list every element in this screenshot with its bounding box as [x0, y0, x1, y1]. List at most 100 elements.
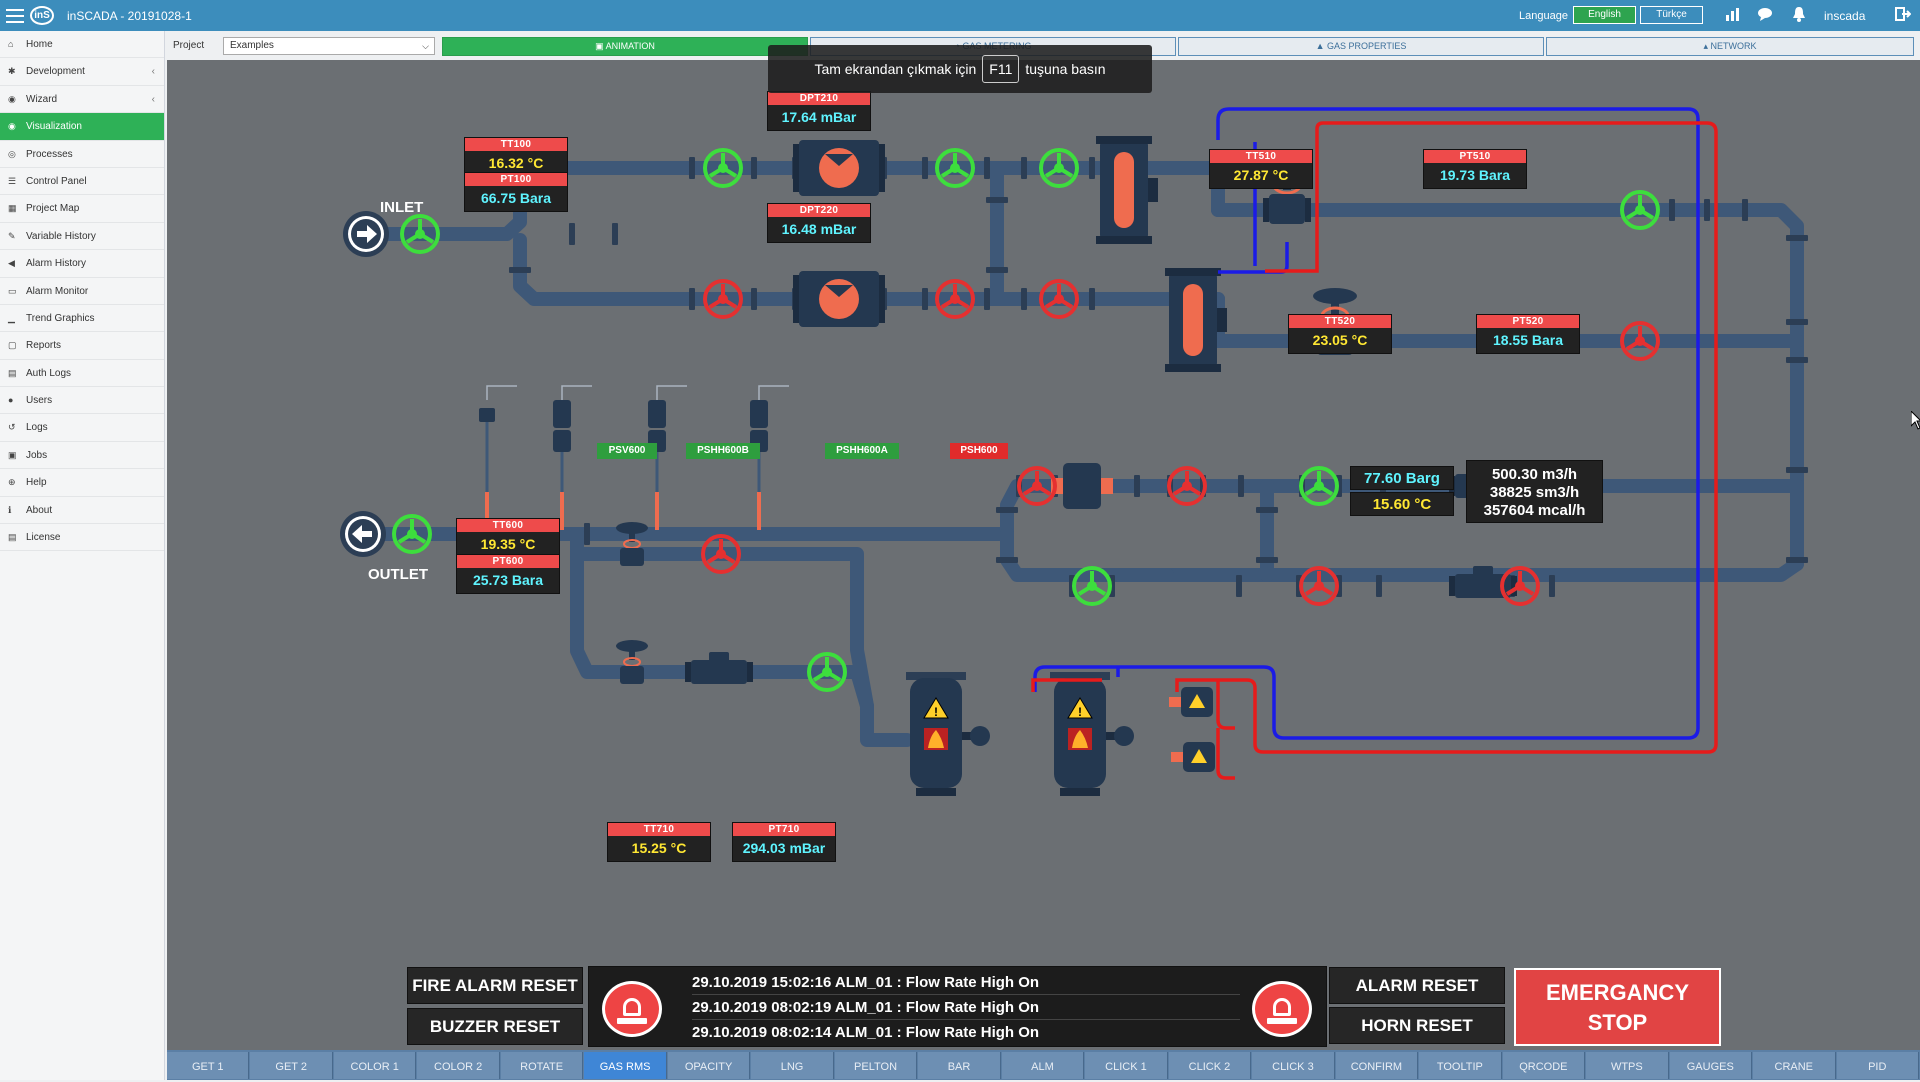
- warning-box-1: [1169, 687, 1213, 717]
- alarm-row[interactable]: 29.10.2019 08:02:14 ALM_01 : Flow Rate H…: [692, 1024, 1040, 1041]
- valve-18-icon[interactable]: [701, 534, 741, 574]
- sidebar-item-label: Alarm Monitor: [26, 285, 89, 297]
- tab-gas-properties-label: GAS PROPERTIES: [1327, 41, 1407, 51]
- chevron-left-icon[interactable]: ‹: [151, 66, 155, 78]
- emergency-stop-button[interactable]: EMERGANCY STOP: [1514, 968, 1721, 1046]
- sidebar-item-variable-history[interactable]: ✎Variable History: [0, 223, 164, 251]
- sidebar-item-auth-logs[interactable]: ▤Auth Logs: [0, 360, 164, 388]
- bottom-tab-confirm[interactable]: CONFIRM: [1335, 1052, 1419, 1079]
- bottom-tab-color-1[interactable]: COLOR 1: [333, 1052, 417, 1079]
- language-turkish-button[interactable]: Türkçe: [1640, 6, 1703, 24]
- bottom-tab-rotate[interactable]: ROTATE: [500, 1052, 584, 1079]
- bottom-tab-get-2[interactable]: GET 2: [250, 1052, 333, 1079]
- bottom-tab-get-1[interactable]: GET 1: [167, 1052, 250, 1079]
- sidebar-item-alarm-monitor[interactable]: ▭Alarm Monitor: [0, 278, 164, 305]
- tab-network[interactable]: ▴ NETWORK: [1546, 37, 1914, 56]
- bottom-tab-wtps[interactable]: WTPS: [1586, 1052, 1669, 1079]
- bottom-tab-pelton[interactable]: PELTON: [834, 1052, 918, 1079]
- chat-icon[interactable]: [1757, 6, 1775, 24]
- sidebar-item-help[interactable]: ⊕Help: [0, 469, 164, 497]
- bottom-tab-bar[interactable]: BAR: [918, 1052, 1001, 1079]
- filter-dpt210: [793, 140, 885, 196]
- valve-2-icon[interactable]: [703, 148, 743, 188]
- sidebar-item-jobs[interactable]: ▣Jobs: [0, 442, 164, 470]
- language-english-button[interactable]: English: [1573, 6, 1636, 24]
- logs-icon: ↺: [8, 422, 16, 433]
- bottom-tab-click-2[interactable]: CLICK 2: [1168, 1052, 1252, 1079]
- sidebar-item-development[interactable]: ✱Development‹: [0, 58, 164, 86]
- bottom-tab-pid[interactable]: PID: [1836, 1052, 1919, 1079]
- tab-gas-properties[interactable]: ▲ GAS PROPERTIES: [1178, 37, 1544, 56]
- valve-8-icon[interactable]: [1620, 190, 1660, 230]
- chevron-left-icon[interactable]: ‹: [151, 93, 155, 105]
- bottom-tab-gauges[interactable]: GAUGES: [1669, 1052, 1753, 1079]
- valve-7-icon[interactable]: [1039, 279, 1079, 319]
- sidebar-item-alarm-history[interactable]: ◀Alarm History: [0, 250, 164, 278]
- valve-17-icon[interactable]: [392, 514, 432, 554]
- bottom-tab-qrcode[interactable]: QRCODE: [1502, 1052, 1586, 1079]
- valve-11-icon[interactable]: [1167, 466, 1207, 506]
- network-icon: ▴: [1703, 41, 1711, 51]
- project-select[interactable]: Examples⌵: [223, 37, 435, 55]
- valve-19-icon[interactable]: [807, 652, 847, 692]
- username[interactable]: inscada: [1824, 9, 1866, 23]
- valve-1-icon[interactable]: [400, 214, 440, 254]
- valve-3-icon[interactable]: [935, 148, 975, 188]
- menu-toggle-icon[interactable]: [6, 5, 24, 25]
- buzzer-reset-button[interactable]: BUZZER RESET: [407, 1008, 583, 1045]
- alarm-row[interactable]: 29.10.2019 08:02:19 ALM_01 : Flow Rate H…: [692, 996, 1240, 1020]
- bar-chart-icon[interactable]: [1724, 6, 1742, 24]
- sidebar-item-license[interactable]: ▤License: [0, 524, 164, 552]
- valve-5-icon[interactable]: [703, 279, 743, 319]
- bottom-tab-alm[interactable]: ALM: [1001, 1052, 1085, 1079]
- valve-15-icon[interactable]: [1299, 566, 1339, 606]
- bottom-tab-opacity[interactable]: OPACITY: [667, 1052, 751, 1079]
- valve-4-icon[interactable]: [1039, 148, 1079, 188]
- tab-animation[interactable]: ▣ ANIMATION: [442, 37, 808, 56]
- valve-9-icon[interactable]: [1620, 321, 1660, 361]
- sidebar-item-logs[interactable]: ↺Logs: [0, 414, 164, 442]
- fire-alarm-reset-button[interactable]: FIRE ALARM RESET: [407, 967, 583, 1004]
- valve-14-icon[interactable]: [1072, 566, 1112, 606]
- valve-16-icon[interactable]: [1500, 566, 1540, 606]
- bottom-tab-crane[interactable]: CRANE: [1753, 1052, 1836, 1079]
- bottom-tab-lng[interactable]: LNG: [751, 1052, 834, 1079]
- sidebar-item-home[interactable]: ⌂Home: [0, 31, 164, 59]
- logout-icon[interactable]: [1894, 6, 1912, 24]
- horn-reset-button[interactable]: HORN RESET: [1329, 1007, 1505, 1044]
- bottom-tab-click-3[interactable]: CLICK 3: [1252, 1052, 1335, 1079]
- sidebar-item-users[interactable]: ●Users: [0, 387, 164, 415]
- svg-text:!: !: [934, 705, 938, 719]
- valve-12-icon[interactable]: [1299, 466, 1339, 506]
- alarm-row[interactable]: 29.10.2019 15:02:16 ALM_01 : Flow Rate H…: [692, 971, 1240, 995]
- sidebar-item-wizard[interactable]: ◉Wizard‹: [0, 86, 164, 114]
- bell-icon[interactable]: [1790, 6, 1808, 24]
- sidebar-item-trend-graphics[interactable]: ▁Trend Graphics: [0, 305, 164, 333]
- bottom-tab-color-2[interactable]: COLOR 2: [417, 1052, 500, 1079]
- sidebar-item-processes[interactable]: ◎Processes: [0, 141, 164, 168]
- sidebar-item-visualization[interactable]: ◉Visualization: [0, 113, 164, 141]
- valve-10-icon[interactable]: [1017, 466, 1057, 506]
- sidebar-item-control-panel[interactable]: ☰Control Panel: [0, 168, 164, 196]
- alarm-reset-button[interactable]: ALARM RESET: [1329, 967, 1505, 1004]
- sidebar-item-project-map[interactable]: ▦Project Map: [0, 195, 164, 223]
- bottom-tab-click-1[interactable]: CLICK 1: [1085, 1052, 1168, 1079]
- valve-6-icon[interactable]: [935, 279, 975, 319]
- bottom-tab-gas-rms[interactable]: GAS RMS: [584, 1052, 667, 1079]
- sidebar-item-reports[interactable]: ▢Reports: [0, 332, 164, 360]
- bottom-tab-tooltip[interactable]: TOOLTIP: [1419, 1052, 1502, 1079]
- sidebar-item-label: Development: [26, 66, 85, 78]
